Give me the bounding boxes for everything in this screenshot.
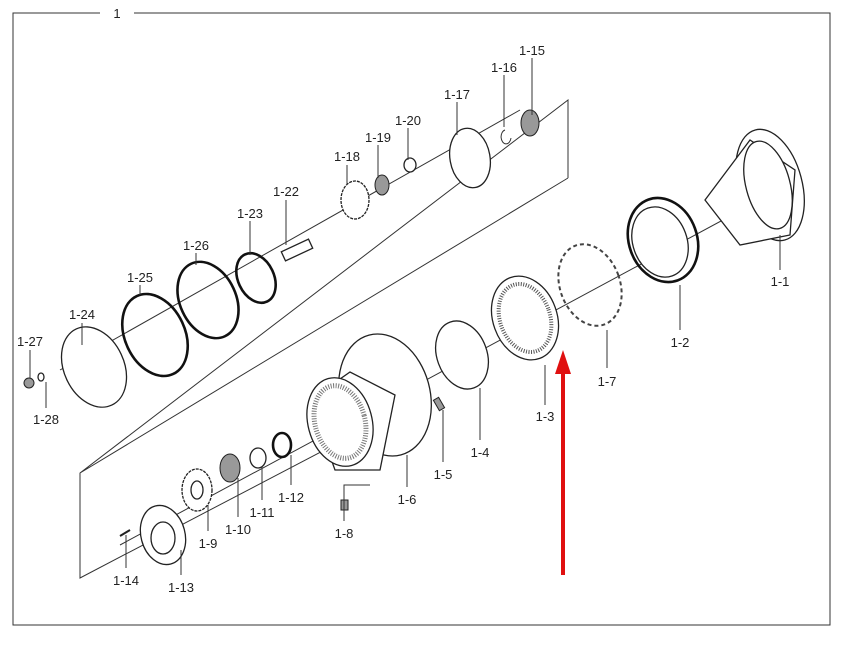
label-1-10: 1-10 <box>225 522 251 537</box>
part-1-6-hub <box>306 333 432 471</box>
part-1-16-clip <box>500 129 512 145</box>
part-1-24-cover <box>60 326 128 408</box>
label-1-28: 1-28 <box>33 412 59 427</box>
label-1-5: 1-5 <box>434 467 453 482</box>
label-1-27: 1-27 <box>17 334 43 349</box>
label-1-14: 1-14 <box>113 573 139 588</box>
label-1-3: 1-3 <box>536 409 555 424</box>
assembly-frame <box>12 12 831 626</box>
label-1-8: 1-8 <box>335 526 354 541</box>
label-1-23: 1-23 <box>237 206 263 221</box>
part-1-2-seal <box>626 196 700 284</box>
part-1-5-pin <box>432 396 446 412</box>
label-1-11: 1-11 <box>249 505 274 520</box>
label-1-6: 1-6 <box>398 492 417 507</box>
label-1-7: 1-7 <box>598 374 617 389</box>
label-1-18: 1-18 <box>334 149 360 164</box>
part-1-27-plug <box>23 377 35 389</box>
part-1-7-ball-chain <box>557 243 623 327</box>
part-1-12-snap-ring <box>271 431 293 459</box>
subassembly-outline <box>79 98 569 579</box>
part-1-13-bore <box>150 521 176 555</box>
part-1-3-rollers <box>496 282 554 354</box>
label-1-17: 1-17 <box>444 87 470 102</box>
label-1-12: 1-12 <box>278 490 304 505</box>
label-1-22: 1-22 <box>273 184 299 199</box>
part-1-10-needle-bearing <box>219 453 241 483</box>
part-1-26-o-ring <box>176 260 240 340</box>
label-1-25: 1-25 <box>127 270 153 285</box>
part-1-9-bore <box>190 480 204 500</box>
label-1-9: 1-9 <box>199 536 218 551</box>
part-1-11-bushing <box>249 447 267 469</box>
label-1-13: 1-13 <box>168 580 194 595</box>
part-1-4-ring <box>434 320 490 390</box>
label-1-4: 1-4 <box>471 445 490 460</box>
part-1-15-gear <box>520 109 540 137</box>
label-1-1: 1-1 <box>771 274 790 289</box>
part-1-20-spacer <box>403 157 417 173</box>
label-1-16: 1-16 <box>491 60 517 75</box>
assembly-label: 1 <box>113 6 120 21</box>
part-1-2-inner <box>631 206 689 278</box>
part-1-22-shaft <box>280 238 314 262</box>
axis-line <box>59 109 761 546</box>
part-1-1-housing <box>704 128 805 246</box>
part-1-19-bearing <box>374 174 390 196</box>
part-1-23-o-ring <box>235 251 277 305</box>
part-1-28-o-ring <box>37 372 45 382</box>
part-1-18-gear <box>340 180 370 220</box>
leader-lines <box>29 58 781 575</box>
highlight-arrow <box>555 350 571 575</box>
label-1-2: 1-2 <box>671 335 690 350</box>
part-1-25-o-ring <box>120 292 190 378</box>
label-1-19: 1-19 <box>365 130 391 145</box>
label-1-20: 1-20 <box>395 113 421 128</box>
label-1-26: 1-26 <box>183 238 209 253</box>
label-1-15: 1-15 <box>519 43 545 58</box>
part-1-14-screw <box>119 529 131 537</box>
part-1-17-carrier <box>448 127 492 189</box>
part-1-3-bearing <box>490 275 560 361</box>
label-1-24: 1-24 <box>69 307 95 322</box>
